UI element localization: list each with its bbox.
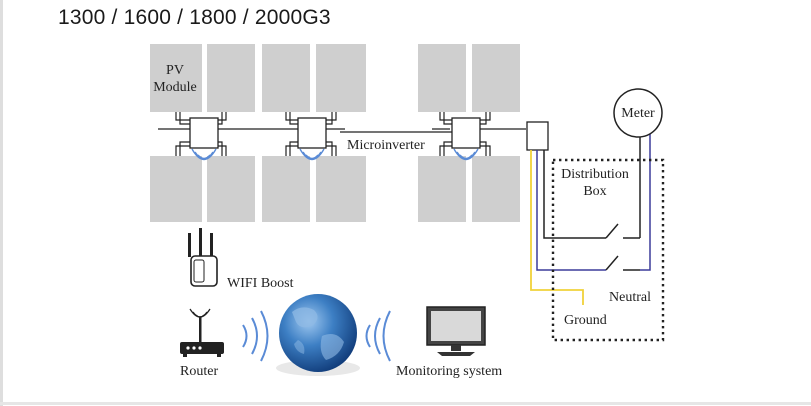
pv-panel <box>472 156 520 222</box>
microinverter-label: Microinverter <box>347 138 425 153</box>
distribution-box-outline <box>551 158 665 342</box>
pv-panel <box>150 44 202 112</box>
microinverter-2 <box>285 112 337 156</box>
pv-panel <box>418 44 466 112</box>
meter-label: Meter <box>621 106 655 121</box>
pv-panel <box>262 156 310 222</box>
monitoring-system-label: Monitoring system <box>396 364 503 379</box>
router-icon <box>180 308 224 357</box>
signal-waves-right <box>365 310 391 362</box>
pv-panel <box>316 44 366 112</box>
distribution-box-label-line2: Box <box>583 184 607 199</box>
meter-wiring <box>639 134 651 271</box>
wifi-signal-icon <box>191 148 217 161</box>
ac-output-wiring <box>530 150 606 305</box>
microinverter-box <box>451 117 481 149</box>
breaker-switches <box>605 223 640 271</box>
monitor-icon <box>426 306 486 356</box>
globe-icon <box>276 294 360 376</box>
meter-icon <box>613 88 663 138</box>
pv-panels-top-row <box>150 44 520 112</box>
frame-bottom-border <box>0 402 811 405</box>
microinverter-box <box>189 117 219 149</box>
wifi-signal-icon <box>299 148 325 161</box>
ground-label: Ground <box>564 313 607 328</box>
pv-panel <box>472 44 520 112</box>
pv-panel <box>207 156 255 222</box>
frame-left-border <box>0 0 3 406</box>
microinverter-1 <box>175 112 227 156</box>
diagram-title: 1300 / 1600 / 1800 / 2000G3 <box>58 6 331 29</box>
wifi-signal-icon <box>453 148 479 161</box>
pv-panel <box>150 156 202 222</box>
pv-panel <box>207 44 255 112</box>
ac-trunk-bus <box>158 128 526 133</box>
pv-panel <box>262 44 310 112</box>
wifi-booster-icon <box>188 228 218 287</box>
pv-module-label-line1: PV <box>166 63 184 78</box>
pv-module-label: PV Module <box>151 62 199 96</box>
distribution-box-label: Distribution Box <box>556 166 634 200</box>
pv-panel <box>418 156 466 222</box>
neutral-label: Neutral <box>609 290 651 305</box>
pv-panel <box>316 156 366 222</box>
ac-junction-box <box>526 121 549 151</box>
distribution-box-label-line1: Distribution <box>561 167 629 182</box>
microinverter-box <box>297 117 327 149</box>
microinverter-3 <box>439 112 491 156</box>
pv-module-label-line2: Module <box>153 80 197 95</box>
pv-panels-bottom-row <box>150 156 520 222</box>
router-label: Router <box>180 364 219 379</box>
signal-waves-left <box>242 310 269 362</box>
wifi-boost-label: WIFI Boost <box>227 276 294 291</box>
